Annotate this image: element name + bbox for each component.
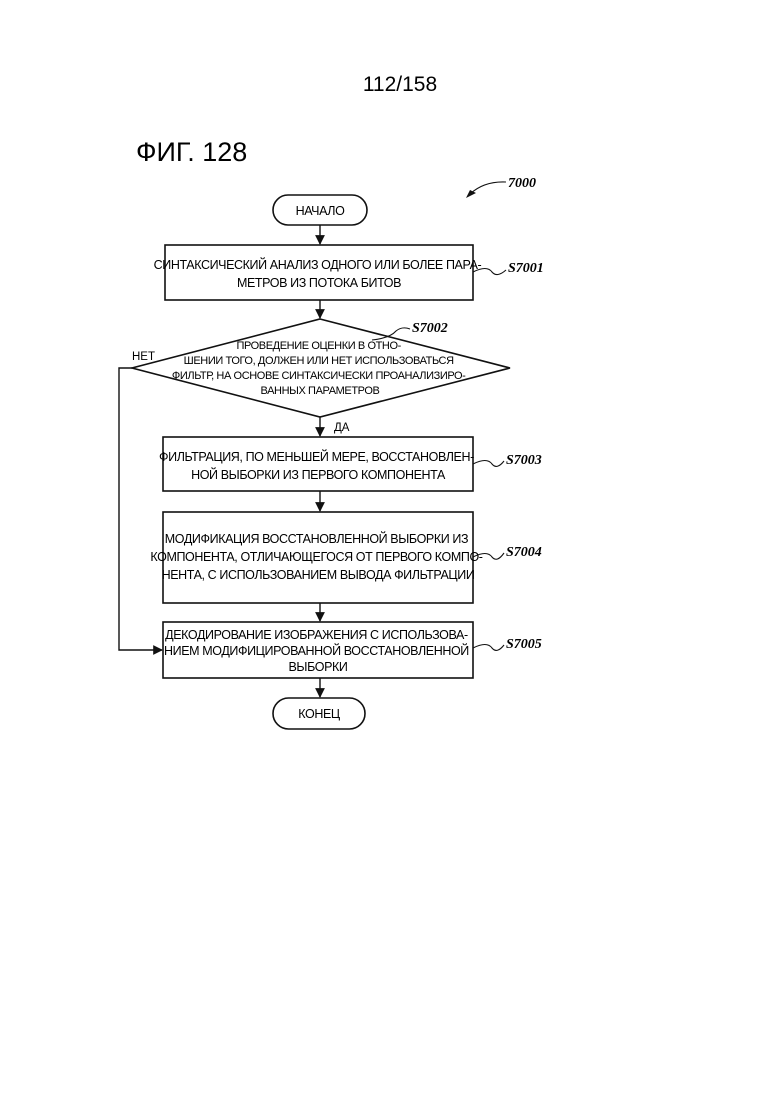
step-s7003-ref: S7003: [506, 453, 542, 468]
end-terminal: КОНЕЦ: [273, 698, 365, 729]
page-number: 112/158: [363, 73, 437, 96]
step-s7005-leader: [473, 645, 504, 651]
diagram-reference-number: 7000: [508, 176, 536, 191]
decision-s7002-line-4: ВАННЫХ ПАРАМЕТРОВ: [261, 385, 380, 397]
step-s7004: МОДИФИКАЦИЯ ВОССТАНОВЛЕННОЙ ВЫБОРКИ ИЗ К…: [150, 512, 541, 603]
decision-no-label: НЕТ: [132, 351, 155, 363]
end-label: КОНЕЦ: [298, 707, 341, 721]
step-s7005: ДЕКОДИРОВАНИЕ ИЗОБРАЖЕНИЯ С ИСПОЛЬЗОВА- …: [163, 622, 542, 678]
decision-s7002: ПРОВЕДЕНИЕ ОЦЕНКИ В ОТНО- ШЕНИИ ТОГО, ДО…: [132, 319, 510, 434]
step-s7005-line-2: НИЕМ МОДИФИЦИРОВАННОЙ ВОССТАНОВЛЕННОЙ: [164, 643, 469, 658]
decision-s7002-line-2: ШЕНИИ ТОГО, ДОЛЖЕН ИЛИ НЕТ ИСПОЛЬЗОВАТЬС…: [184, 355, 454, 367]
step-s7004-line-2: КОМПОНЕНТА, ОТЛИЧАЮЩЕГОСЯ ОТ ПЕРВОГО КОМ…: [150, 550, 482, 564]
step-s7001-ref: S7001: [508, 261, 544, 276]
decision-s7002-line-1: ПРОВЕДЕНИЕ ОЦЕНКИ В ОТНО-: [236, 340, 401, 352]
step-s7005-line-1: ДЕКОДИРОВАНИЕ ИЗОБРАЖЕНИЯ С ИСПОЛЬЗОВА-: [165, 628, 468, 642]
step-s7005-ref: S7005: [506, 637, 542, 652]
diagram-reference-leader: [470, 182, 506, 194]
step-s7004-line-3: НЕНТА, С ИСПОЛЬЗОВАНИЕМ ВЫВОДА ФИЛЬТРАЦИ…: [162, 568, 475, 582]
arrow-no-branch-to-s7005: [119, 368, 162, 650]
start-label: НАЧАЛО: [296, 204, 346, 218]
decision-s7002-diamond: [132, 319, 510, 417]
step-s7004-text: МОДИФИКАЦИЯ ВОССТАНОВЛЕННОЙ ВЫБОРКИ ИЗ К…: [150, 531, 485, 582]
step-s7005-line-3: ВЫБОРКИ: [289, 660, 348, 674]
step-s7003-box: [163, 437, 473, 491]
step-s7004-line-1: МОДИФИКАЦИЯ ВОССТАНОВЛЕННОЙ ВЫБОРКИ ИЗ: [165, 531, 468, 546]
step-s7003-line-1: ФИЛЬТРАЦИЯ, ПО МЕНЬШЕЙ МЕРЕ, ВОССТАНОВЛЕ…: [159, 449, 474, 464]
step-s7003-line-2: НОЙ ВЫБОРКИ ИЗ ПЕРВОГО КОМПОНЕНТА: [191, 467, 446, 482]
start-terminal: НАЧАЛО: [273, 195, 367, 225]
step-s7001-line-1: СИНТАКСИЧЕСКИЙ АНАЛИЗ ОДНОГО ИЛИ БОЛЕЕ П…: [154, 257, 482, 272]
decision-yes-label: ДА: [334, 422, 350, 434]
decision-s7002-line-3: ФИЛЬТР, НА ОСНОВЕ СИНТАКСИЧЕСКИ ПРОАНАЛИ…: [172, 370, 466, 382]
diagram-reference-arrowhead: [466, 190, 476, 198]
decision-s7002-ref: S7002: [412, 321, 448, 336]
step-s7001-box: [165, 245, 473, 300]
step-s7003-leader: [473, 461, 504, 467]
step-s7001-line-2: МЕТРОВ ИЗ ПОТОКА БИТОВ: [237, 276, 401, 290]
step-s7001: СИНТАКСИЧЕСКИЙ АНАЛИЗ ОДНОГО ИЛИ БОЛЕЕ П…: [154, 245, 544, 300]
step-s7003: ФИЛЬТРАЦИЯ, ПО МЕНЬШЕЙ МЕРЕ, ВОССТАНОВЛЕ…: [159, 437, 542, 491]
step-s7004-ref: S7004: [506, 545, 542, 560]
figure-title: ФИГ. 128: [136, 137, 247, 167]
